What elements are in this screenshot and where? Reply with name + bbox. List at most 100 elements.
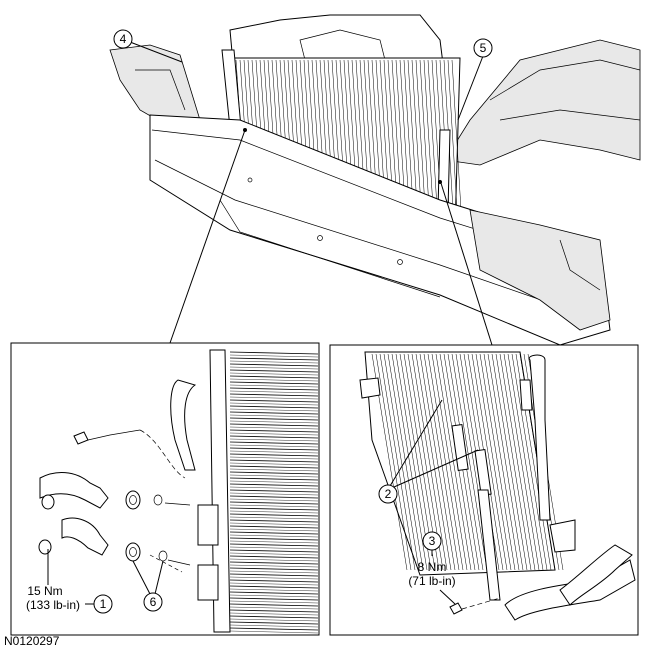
fin-line — [229, 462, 319, 466]
fin-line — [229, 381, 319, 385]
fin-line — [229, 564, 319, 568]
fin-line — [229, 621, 319, 625]
fin-line — [229, 585, 319, 589]
fin-line — [229, 357, 319, 361]
fin-line — [229, 474, 319, 478]
fin-line — [411, 353, 448, 571]
fin-line — [229, 510, 319, 514]
fin-line — [229, 411, 319, 415]
fin-line — [229, 594, 319, 598]
fin-line — [499, 353, 536, 571]
fin-line — [229, 465, 319, 469]
fin-line — [229, 561, 319, 565]
fin-line — [383, 353, 420, 571]
fin-line — [229, 375, 319, 379]
right-detail-panel — [329, 344, 639, 636]
fin-line — [229, 441, 319, 445]
fin-line — [229, 534, 319, 538]
fin-line — [447, 59, 459, 227]
fin-line — [229, 513, 319, 517]
fin-line — [479, 353, 516, 571]
fin-line — [471, 353, 508, 571]
fin-line — [229, 450, 319, 454]
fin-line — [229, 516, 319, 520]
fin-line — [503, 353, 540, 571]
fin-line — [229, 504, 319, 508]
fin-line — [229, 606, 319, 610]
callout-1: 15 Nm (133 lb-in) 1 — [26, 549, 113, 614]
fin-line — [229, 477, 319, 481]
fin-line — [229, 597, 319, 601]
fin-line — [375, 353, 412, 571]
fin-line — [451, 353, 488, 571]
fin-line — [229, 360, 319, 364]
fin-line — [229, 387, 319, 391]
fin-line — [229, 486, 319, 490]
fin-line — [435, 353, 472, 571]
fin-line — [229, 417, 319, 421]
fin-line — [229, 423, 319, 427]
fin-line — [229, 438, 319, 442]
leader-dot-right — [438, 180, 442, 184]
torque-left-nm: 15 Nm — [27, 584, 62, 598]
fin-line — [229, 531, 319, 535]
svg-text:4: 4 — [120, 32, 127, 46]
fin-line — [229, 471, 319, 475]
fin-line — [229, 576, 319, 580]
fin-line — [415, 353, 452, 571]
callout-5: 5 — [457, 38, 493, 121]
fin-line — [229, 402, 319, 406]
fin-line — [229, 444, 319, 448]
fin-line — [229, 525, 319, 529]
fin-line — [229, 420, 319, 424]
torque-right-lbin: (71 lb-in) — [408, 574, 455, 588]
fin-line — [431, 353, 468, 571]
fin-line — [229, 567, 319, 571]
svg-text:3: 3 — [429, 534, 436, 548]
overview-illustration — [109, 14, 641, 346]
figure-id: N0120297 — [4, 634, 60, 648]
fin-line — [229, 537, 319, 541]
fin-line — [229, 627, 319, 631]
fin-line — [229, 369, 319, 373]
fin-line — [229, 366, 319, 370]
fin-line — [229, 396, 319, 400]
fin-line — [229, 408, 319, 412]
fin-line — [387, 353, 424, 571]
fin-line — [491, 353, 528, 571]
fin-line — [495, 353, 532, 571]
fin-line — [229, 519, 319, 523]
fin-line — [229, 615, 319, 619]
callout-6: 6 — [132, 560, 164, 612]
fin-line — [229, 495, 319, 499]
svg-text:6: 6 — [150, 595, 157, 609]
fin-line — [229, 414, 319, 418]
fin-line — [229, 501, 319, 505]
fin-line — [229, 489, 319, 493]
fin-line — [427, 353, 464, 571]
torque-right-nm: 8 Nm — [418, 560, 447, 574]
fin-line — [229, 591, 319, 595]
fin-line — [379, 353, 416, 571]
leader-to-right-detail — [439, 179, 493, 346]
fin-line — [391, 353, 428, 571]
fin-line — [229, 573, 319, 577]
fin-line — [511, 353, 548, 571]
callout-2: 2 — [378, 399, 479, 504]
fin-line — [451, 59, 463, 227]
fin-line — [229, 480, 319, 484]
torque-left-lbin: (133 lb-in) — [26, 598, 80, 612]
fin-line — [229, 552, 319, 556]
leader-dot-left — [243, 128, 247, 132]
svg-text:5: 5 — [480, 41, 487, 55]
fin-line — [229, 579, 319, 583]
fin-line — [229, 453, 319, 457]
left-detail-panel — [10, 342, 320, 636]
fin-line — [483, 353, 520, 571]
fin-line — [487, 353, 524, 571]
fin-line — [229, 426, 319, 430]
fin-line — [427, 59, 439, 225]
fin-line — [229, 498, 319, 502]
fin-line — [423, 353, 460, 571]
